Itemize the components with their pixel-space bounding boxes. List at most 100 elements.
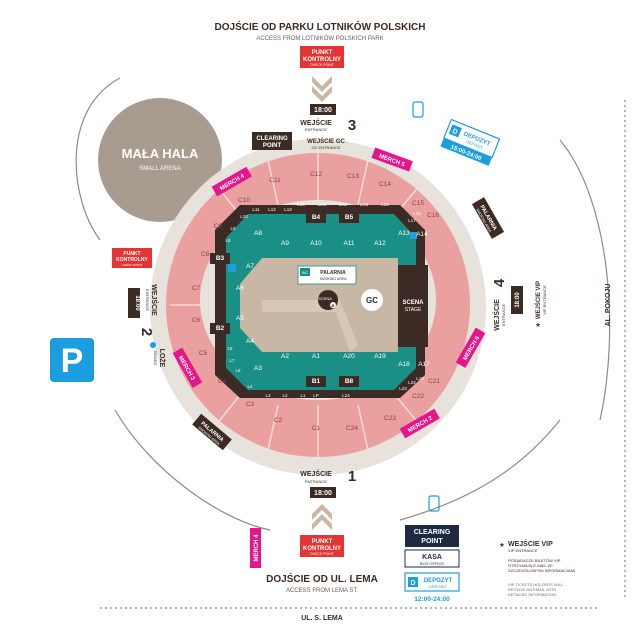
deposit-top-sub: DEPOSIT [466,139,485,150]
svg-text:PUNKT: PUNKT [123,251,140,257]
box-sector-bg [339,376,359,387]
sector-label-l15[interactable]: L15 [381,202,389,207]
sector-label-l5[interactable]: L5 [227,346,233,351]
sector-label-b3[interactable]: B3 [216,255,225,262]
sector-label-l11[interactable]: L11 [252,207,260,212]
sector-label-b2[interactable]: B2 [216,325,225,332]
vip-star-icon: * [536,322,540,333]
sector-label-c21[interactable]: C21 [428,378,440,385]
vip-entrance-right: WEJŚCIE VIP VIP ENTRANCE * [535,281,547,333]
sector-label-a14[interactable]: A14 [416,231,428,238]
clearing-point-bottom: CLEARING POINT [405,525,459,547]
sector-label-c15[interactable]: C15 [412,200,424,207]
svg-text:18:00: 18:00 [314,490,332,497]
sector-label-l7[interactable]: L7 [229,358,235,363]
sector-label-l10[interactable]: L10 [240,214,248,219]
svg-text:WEJŚCIE: WEJŚCIE [150,284,159,316]
sector-label-l12[interactable]: L12 [268,207,276,212]
sector-label-l8[interactable]: L8 [225,238,231,243]
sector-label-l18[interactable]: L18 [416,376,424,381]
sector-label-a10[interactable]: A10 [310,240,322,247]
svg-text:CHECK POINT: CHECK POINT [122,263,143,267]
sector-label-a7[interactable]: A7 [246,263,254,270]
sector-label-a19[interactable]: A19 [374,353,386,360]
sector-label-c9[interactable]: C9 [214,223,223,230]
sector-label-c8[interactable]: C8 [201,251,210,258]
sector-label-lm3[interactable]: LM3 [360,202,369,207]
sector-label-lm1[interactable]: LM1 [318,202,327,207]
vip-note: * WEJŚCIE VIP VIP ENTRANCE POSIADACZE BI… [500,539,575,597]
access-paths [75,77,626,609]
sector-label-c4[interactable]: C4 [218,378,227,385]
checkpoint-bottom [300,535,344,557]
sector-label-b1[interactable]: B1 [312,378,321,385]
sector-label-l24[interactable]: L24 [342,393,350,398]
sector-label-a1[interactable]: A1 [312,353,320,360]
top-access-subtitle: ACCESS FROM LOTNIKÓW POLSKICH PARK [256,35,383,42]
entrance-1-group: WEJŚCIE 1 ENTRANCE 18:00 PUNKT KONTROLNY… [266,468,378,622]
sector-label-l2[interactable]: L2 [282,393,288,398]
sector-label-c6[interactable]: C6 [192,317,201,324]
entrance-3-label: WEJŚCIE [300,118,332,127]
small-arena: MAŁA HALA SMALL ARENA [98,98,222,222]
sector-label-l22[interactable]: L22 [408,380,416,385]
sector-label-b8[interactable]: B8 [345,378,354,385]
sector-label-c14[interactable]: C14 [379,181,391,188]
clearing-point-top-line1: CLEARING [256,136,288,142]
svg-text:LOŻE: LOŻE [158,349,166,368]
sector-label-a13[interactable]: A13 [398,230,410,237]
sector-label-c22[interactable]: C22 [412,393,424,400]
sector-label-a18[interactable]: A18 [398,361,410,368]
svg-text:VIP ENTRANCE: VIP ENTRANCE [508,548,538,553]
sector-label-l9[interactable]: L9 [230,226,236,231]
svg-text:POSIADACZE BILETÓW VIP O: POSIADACZE BILETÓW VIP OTRZYMAJĄ E-MAIL … [508,558,575,573]
sector-label-c23[interactable]: C23 [384,415,396,422]
sector-label-a17[interactable]: A17 [418,361,430,368]
sector-label-a9[interactable]: A9 [281,240,289,247]
sector-label-l17[interactable]: L17 [408,218,416,223]
sector-label-c5[interactable]: C5 [199,350,208,357]
sector-label-c7[interactable]: C7 [192,285,201,292]
sector-label-l4[interactable]: L4 [247,384,253,389]
sector-label-a12[interactable]: A12 [374,240,386,247]
b-stage-letter: B [332,303,335,308]
svg-text:WEJŚCIE: WEJŚCIE [300,469,332,478]
sector-label-l3[interactable]: L3 [265,393,271,398]
sector-label-c1[interactable]: C1 [312,425,321,432]
sector-label-c2[interactable]: C2 [274,417,283,424]
sector-label-lm2[interactable]: LM2 [339,202,348,207]
sector-label-lp[interactable]: LP [313,393,319,398]
b-stage-title: SCENA [318,296,332,301]
sector-label-c24[interactable]: C24 [346,425,358,432]
sector-label-b4[interactable]: B4 [312,214,321,221]
sector-label-a20[interactable]: A20 [343,353,355,360]
svg-text:KONTROLNY: KONTROLNY [303,546,341,552]
clearing-point-top-line2: POINT [263,143,282,149]
sector-label-a5[interactable]: A5 [236,315,244,322]
smoking-area-right: PALARNIA SMOKING AREA [471,197,505,239]
sector-label-l23[interactable]: L23 [399,386,407,391]
box-office: KASA BOX OFFICE [404,549,460,568]
sector-label-l13[interactable]: L13 [284,207,292,212]
sector-label-c10[interactable]: C10 [238,197,250,204]
sector-label-a3[interactable]: A3 [254,365,262,372]
sector-label-l1[interactable]: L1 [300,393,306,398]
sector-label-a8[interactable]: A8 [254,230,262,237]
sector-label-l6[interactable]: L6 [235,368,241,373]
box-sector-bg [306,376,326,387]
sector-label-c13[interactable]: C13 [347,173,359,180]
sector-label-c12[interactable]: C12 [310,171,322,178]
phone-icon [412,101,424,118]
svg-text:ENTRANCE: ENTRANCE [501,304,506,326]
sector-label-a4[interactable]: A4 [246,338,254,345]
sector-label-a2[interactable]: A2 [281,353,289,360]
sector-label-c16[interactable]: C16 [427,212,439,219]
sector-label-b5[interactable]: B5 [345,214,354,221]
sector-label-c11[interactable]: C11 [269,177,281,184]
sector-label-l14[interactable]: L14 [297,202,305,207]
sector-label-a11[interactable]: A11 [343,240,354,247]
sector-label-a6[interactable]: A6 [236,285,244,292]
arrow-up-icon [312,504,332,520]
sector-label-c3[interactable]: C3 [246,401,255,408]
sector-label-l16[interactable]: L16 [413,211,421,216]
